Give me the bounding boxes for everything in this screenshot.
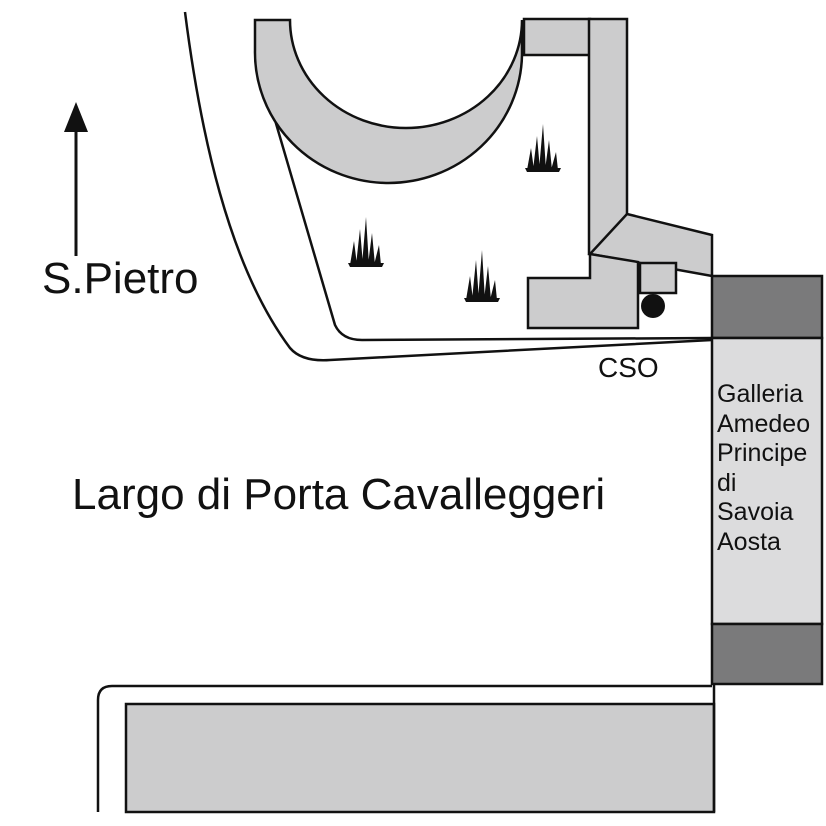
wall-block-top bbox=[522, 17, 592, 57]
tunnel-label-line: Amedeo bbox=[717, 409, 811, 438]
tunnel-name-label: Galleria Amedeo Principe di Savoia Aosta bbox=[717, 380, 826, 557]
wall-column bbox=[587, 17, 629, 256]
exedra-structure bbox=[253, 18, 524, 185]
building-l-shape bbox=[526, 252, 640, 330]
tunnel-label-line: Galleria bbox=[717, 380, 804, 408]
bottom-road-edge bbox=[96, 684, 712, 812]
tunnel-label-line: Principe bbox=[717, 439, 808, 467]
station-label: CSO bbox=[598, 352, 659, 383]
tunnel-label-line: di bbox=[717, 468, 737, 497]
road-edge-outer bbox=[183, 11, 713, 362]
grass-icon bbox=[464, 250, 500, 302]
station-dot-icon bbox=[641, 294, 665, 318]
garden-edge bbox=[273, 119, 713, 342]
north-direction-label: S.Pietro bbox=[42, 254, 199, 303]
north-arrow-icon bbox=[64, 102, 88, 256]
grass-icon bbox=[348, 217, 384, 267]
grass-icon bbox=[525, 124, 561, 172]
bottom-building bbox=[124, 702, 716, 814]
building-small bbox=[638, 261, 678, 295]
tunnel-portal-south bbox=[710, 622, 824, 686]
tunnel-body bbox=[710, 336, 824, 626]
square-name-label: Largo di Porta Cavalleggeri bbox=[72, 470, 606, 519]
tunnel-label-line: Aosta bbox=[717, 527, 781, 556]
tunnel-label-line: Savoia bbox=[717, 498, 794, 526]
tunnel-portal-north bbox=[710, 274, 824, 340]
